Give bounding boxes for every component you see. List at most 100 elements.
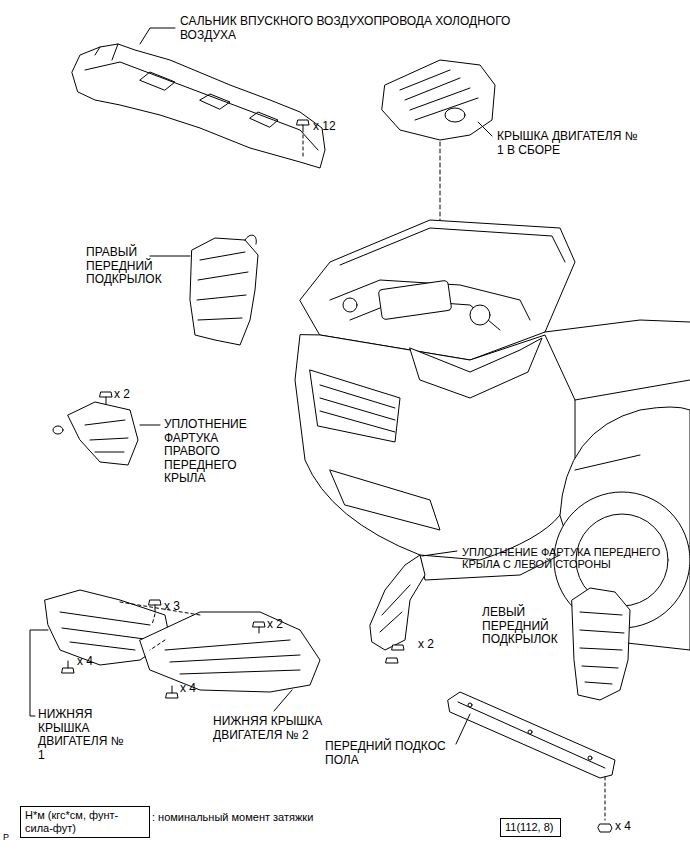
part-name: НИЖНЯЯ КРЫШКА ДВИГАТЕЛЯ № 1 [38, 708, 130, 762]
drawing-stroke [100, 392, 112, 397]
drawing-stroke [140, 612, 320, 692]
leader-line [150, 256, 190, 257]
drawing-stroke [85, 420, 128, 452]
drawing-stroke [297, 120, 309, 125]
drawing-stroke [588, 756, 592, 760]
drawing-stroke [259, 627, 260, 633]
drawing-stroke [155, 605, 156, 612]
leader-line [456, 714, 470, 744]
drawing-stroke [343, 298, 357, 312]
drawing-stroke [72, 44, 325, 168]
drawing-stroke [410, 338, 542, 398]
leader-line [140, 425, 160, 426]
drawing-stroke [62, 668, 74, 673]
nut-symbol [598, 824, 612, 832]
drawing-stroke [60, 612, 152, 650]
drawing-stroke [580, 612, 624, 684]
drawing-stroke [340, 228, 565, 265]
drawing-stroke [470, 305, 490, 325]
leader-line [30, 630, 48, 716]
drawing-stroke [140, 72, 278, 127]
drawing-stroke [197, 252, 248, 320]
drawing-stroke [120, 602, 200, 650]
drawing-stroke [386, 658, 398, 663]
drawing-stroke [190, 238, 258, 345]
drawing-stroke [152, 614, 155, 625]
part-name: ПРАВЫЙ ПЕРЕДНИЙ ПОДКРЫЛОК [86, 246, 174, 287]
legend-note: : номинальный момент затяжки [152, 811, 402, 823]
drawing-stroke [545, 320, 690, 332]
left-apron-seal [370, 555, 425, 663]
drawing-stroke [253, 622, 265, 627]
drawing-stroke [53, 426, 63, 434]
drawing-stroke [106, 397, 107, 404]
quantity: x 4 [77, 655, 93, 669]
drawing-stroke [392, 645, 404, 650]
drawing-stroke [245, 235, 256, 244]
vehicle-drawing [295, 220, 690, 650]
quantity: x 12 [313, 120, 336, 134]
drawing-stroke [320, 385, 395, 432]
drawing-stroke [378, 280, 451, 319]
drawing-stroke [445, 108, 465, 122]
leader-line [422, 551, 457, 556]
drawing-stroke [370, 555, 425, 650]
drawing-stroke [165, 640, 300, 674]
drawing-stroke [85, 62, 318, 150]
drawing-stroke [448, 692, 615, 778]
drawing-stroke [380, 585, 410, 632]
part-name: САЛЬНИК ВПУСКНОГО ВОЗДУХОПРОВОДА ХОЛОДНО… [180, 15, 565, 42]
intake-seal [72, 44, 325, 168]
torque-value-box: 11(112, 8) [500, 818, 561, 837]
right-apron-seal [53, 392, 138, 465]
engine-cover [382, 60, 495, 140]
quantity: x 2 [114, 388, 130, 402]
drawing-stroke [310, 370, 400, 442]
under-cover-2 [120, 602, 320, 698]
assembly-line [605, 777, 606, 820]
drawing-stroke [528, 730, 532, 734]
quantity: x 2 [418, 638, 434, 652]
drawing-stroke [303, 135, 304, 158]
unit-legend-box: Н*м (кгс*см, фунт-сила-фут) [20, 806, 150, 838]
drawing-stroke [295, 335, 575, 560]
drawing-stroke [400, 70, 478, 120]
drawing-stroke [458, 702, 605, 768]
bolt-symbol [297, 120, 309, 158]
part-name: ПЕРЕДНИЙ ПОДКОС ПОЛА [325, 740, 460, 767]
drawing-stroke [382, 60, 495, 140]
drawing-stroke [172, 686, 173, 693]
box-text: Н*м (кгс*см, фунт-сила-фут) [25, 809, 145, 834]
part-name: УПЛОТНЕНИЕ ФАРТУКА ПЕРЕДНЕГО КРЫЛА С ЛЕВ… [462, 546, 677, 571]
drawing-stroke [95, 44, 118, 60]
leader-line [274, 690, 292, 711]
floor-brace [448, 692, 615, 778]
part-name: УПЛОТНЕНИЕ ФАРТУКА ПРАВОГО ПЕРЕДНЕГО КРЫ… [164, 418, 264, 486]
drawing-stroke [572, 588, 630, 700]
drawing-stroke [330, 280, 530, 330]
quantity: x 4 [180, 682, 196, 696]
quantity: x 3 [164, 600, 180, 614]
drawing-stroke [575, 380, 690, 470]
part-name: НИЖНЯЯ КРЫШКА ДВИГАТЕЛЯ № 2 [213, 715, 348, 742]
figure-code: P [3, 832, 9, 842]
drawing-stroke [330, 470, 440, 530]
leader-line [478, 122, 492, 136]
quantity: x 4 [615, 820, 631, 834]
drawing-stroke [149, 600, 161, 605]
drawing-stroke [68, 402, 138, 465]
box-text: 11(112, 8) [505, 821, 556, 834]
right-fender-liner [190, 235, 258, 345]
quantity: x 2 [267, 618, 283, 632]
drawing-stroke [468, 703, 472, 707]
leader-line [140, 28, 175, 44]
drawing-stroke [303, 125, 304, 132]
part-name: КРЫШКА ДВИГАТЕЛЯ № 1 В СБОРЕ [497, 130, 647, 157]
drawing-stroke [166, 693, 178, 698]
left-fender-liner [572, 588, 630, 700]
drawing-stroke [68, 661, 69, 668]
part-name: ЛЕВЫЙ ПЕРЕДНИЙ ПОДКРЫЛОК [482, 606, 567, 647]
